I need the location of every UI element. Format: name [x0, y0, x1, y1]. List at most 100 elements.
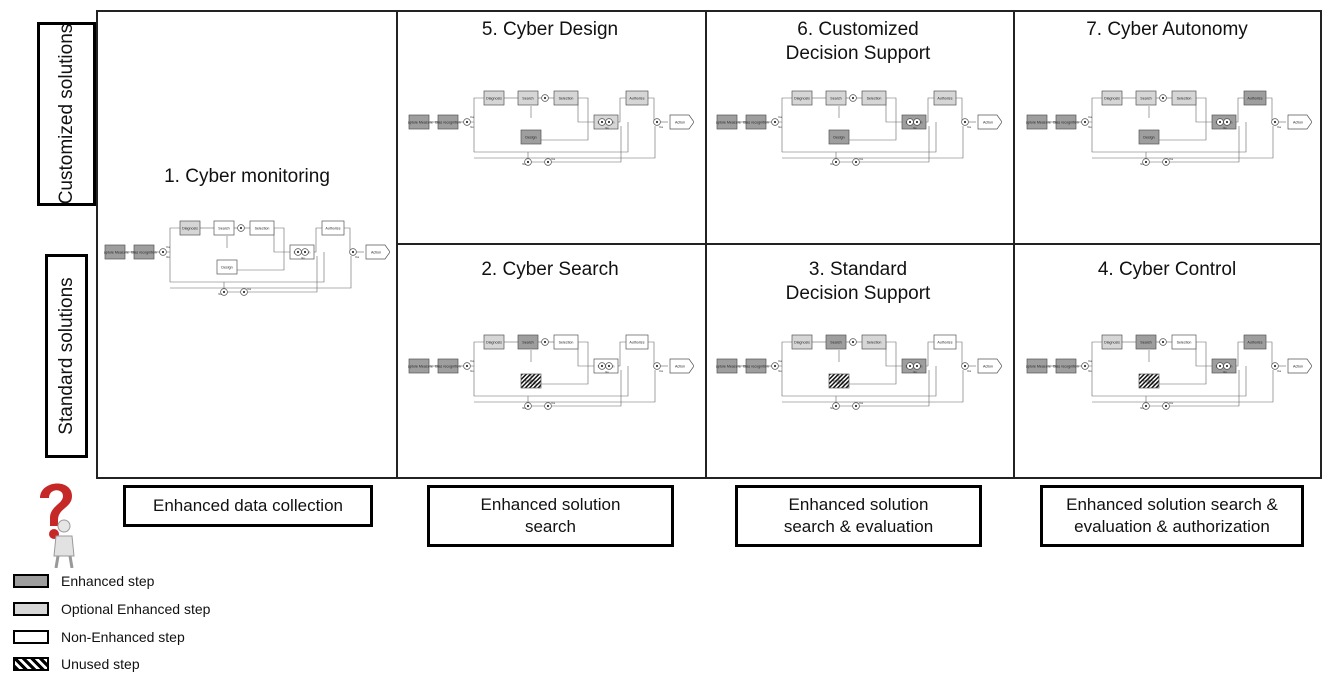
flow-gateway-dot	[915, 120, 919, 124]
flow-gateway-dot	[655, 364, 659, 368]
flow-step-bias	[1055, 114, 1077, 130]
flow-step-selection	[861, 334, 887, 350]
flow-connector	[474, 370, 656, 403]
flow-connector	[781, 122, 937, 153]
flow-step-label: Design	[833, 379, 844, 383]
flow-step-label: No	[1223, 370, 1227, 374]
flow-gateway-dot	[1161, 96, 1165, 100]
flow-step-capture	[104, 244, 126, 260]
flow-step-design	[520, 129, 542, 145]
flow-connector	[781, 366, 937, 397]
bottom-label-solution-search: Enhanced solution search	[427, 485, 674, 547]
flow-step-capture	[408, 358, 430, 374]
cell-title-cyber-autonomy: 7. Cyber Autonomy	[1086, 19, 1248, 40]
flow-step-label: Authorize	[937, 96, 952, 100]
flow-gateway-dot	[526, 160, 530, 164]
flow-step-label: Yes	[1088, 359, 1093, 363]
flow-step-diagnosis	[483, 334, 505, 350]
flow-gateway-dot	[1218, 120, 1222, 124]
cell-title-cyber-search: 2. Cyber Search	[481, 259, 619, 280]
legend-swatch-unused	[13, 657, 49, 671]
flow-step-label: Design	[1143, 135, 1154, 139]
flow-step-search	[213, 220, 235, 236]
flow-step-search	[825, 334, 847, 350]
flow-step-capture	[716, 358, 738, 374]
flow-connector	[835, 126, 930, 163]
flow-gateway-dot	[1225, 120, 1229, 124]
flow-connector	[170, 256, 352, 289]
flow-gateway-dot	[908, 120, 912, 124]
flow-connector	[782, 126, 964, 159]
legend-swatch-non-enhanced	[13, 630, 49, 644]
flow-step-label: Diagnosis	[1104, 340, 1120, 344]
bottom-label-search-evaluation: Enhanced solution search & evaluation	[735, 485, 982, 547]
flow-step-label: No	[1088, 125, 1092, 129]
flow-connector	[1088, 97, 1102, 123]
matrix-grid	[96, 10, 1322, 479]
cell-title-standard-decision-support: 3. Standard Decision Support	[785, 259, 931, 304]
flow-step-selection	[1171, 334, 1197, 350]
flow-step-label: Authorize	[325, 226, 340, 230]
flow-connector	[470, 341, 484, 367]
flow-connector	[1264, 341, 1273, 366]
flow-gateway-dot	[851, 96, 855, 100]
flow-step-label: Yes	[859, 157, 864, 161]
flow-step-label: Capture Measure	[716, 364, 741, 368]
flow-connector	[886, 341, 902, 367]
flow-step-bias	[437, 358, 459, 374]
flow-connector	[1196, 97, 1212, 123]
flow-step-label: Search	[218, 226, 229, 230]
flow-gateway-dot	[526, 404, 530, 408]
flow-step-capture	[1026, 358, 1048, 374]
flow-gateway-dot	[1273, 120, 1277, 124]
flow-step-label: Diagnosis	[794, 340, 810, 344]
flow-connector	[169, 252, 325, 283]
flow-step-search	[1135, 334, 1157, 350]
flow-connector	[1195, 98, 1206, 123]
flow-step-capture	[716, 114, 738, 130]
flow-step-label: Search	[1140, 340, 1151, 344]
flow-connector	[577, 342, 588, 367]
flow-step-label: Yes	[778, 115, 783, 119]
flow-step-label: No	[913, 370, 917, 374]
flow-connector	[885, 342, 896, 367]
cell-title-cyber-design: 5. Cyber Design	[481, 19, 619, 40]
cell-title-cyber-control: 4. Cyber Control	[1097, 259, 1237, 280]
flow-connector	[578, 97, 594, 123]
flow-connector	[782, 370, 964, 403]
flow-step-label: Authorize	[629, 340, 644, 344]
flow-gateway-dot	[851, 340, 855, 344]
flow-connector	[527, 370, 622, 407]
flow-step-label: Selection	[867, 96, 882, 100]
flow-step-label: No	[470, 125, 474, 129]
row-label-customized: Customized solutions	[37, 22, 96, 206]
flow-gateway-dot	[1144, 160, 1148, 164]
flow-step-label: Search	[522, 340, 533, 344]
flow-connector	[1088, 341, 1102, 367]
flow-connector	[1145, 370, 1240, 407]
flow-step-label: Selection	[1177, 340, 1192, 344]
legend-item-non-enhanced: Non-Enhanced step	[13, 627, 185, 647]
cell-title-customized-decision-support: 6. Customized Decision Support	[785, 19, 931, 64]
flow-step-design	[1138, 129, 1160, 145]
flow-step-label: No	[1140, 162, 1144, 166]
flow-step-label: Diagnosis	[486, 96, 502, 100]
flow-connector	[1196, 341, 1212, 367]
flow-step-design	[216, 259, 238, 275]
flow-step-authorize	[933, 334, 957, 350]
flow-connector	[166, 227, 180, 253]
flow-step-label: Bias recognition	[1053, 120, 1079, 124]
flow-step-label: Capture Measure	[408, 120, 433, 124]
flow-connector	[474, 126, 656, 159]
flow-connector	[954, 341, 963, 366]
flow-step-label: Authorize	[1247, 96, 1262, 100]
flow-step-bias	[1055, 358, 1077, 374]
flow-step-label: Bias recognition	[435, 364, 461, 368]
flow-gateway-dot	[465, 120, 469, 124]
flow-gateway-dot	[161, 250, 165, 254]
flow-gateway-dot	[1083, 120, 1087, 124]
flow-step-label: Selection	[255, 226, 270, 230]
flow-step-label: No	[166, 255, 170, 259]
